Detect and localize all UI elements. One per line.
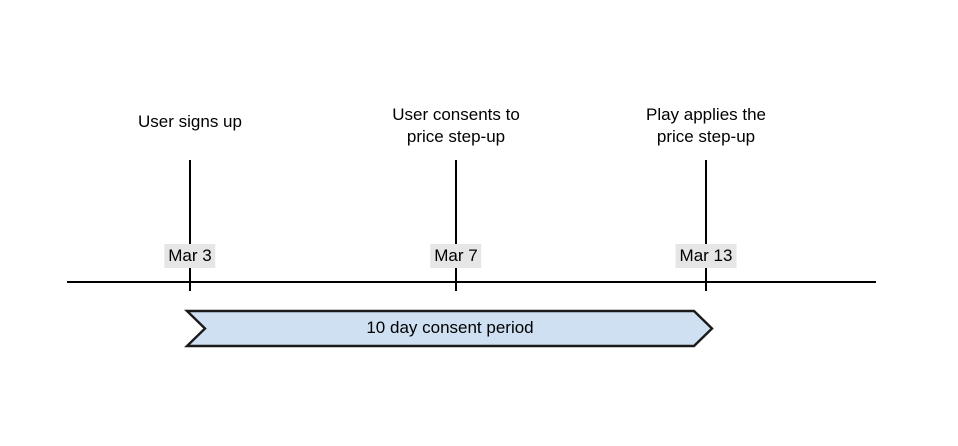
event-label-consent-line1: User consents to (392, 105, 520, 124)
date-chip-mar-3: Mar 3 (164, 244, 216, 268)
consent-period-band-shape (184, 309, 714, 348)
date-chip-mar-13: Mar 13 (675, 244, 737, 268)
consent-period-band-label: 10 day consent period (366, 318, 534, 337)
event-label-consent-line2: price step-up (406, 127, 506, 146)
event-label-apply-line2: price step-up (656, 127, 756, 146)
event-label-apply-line1: Play applies the (645, 105, 767, 124)
date-chip-mar-7: Mar 7 (430, 244, 482, 268)
event-label-signup: User signs up (138, 112, 242, 131)
